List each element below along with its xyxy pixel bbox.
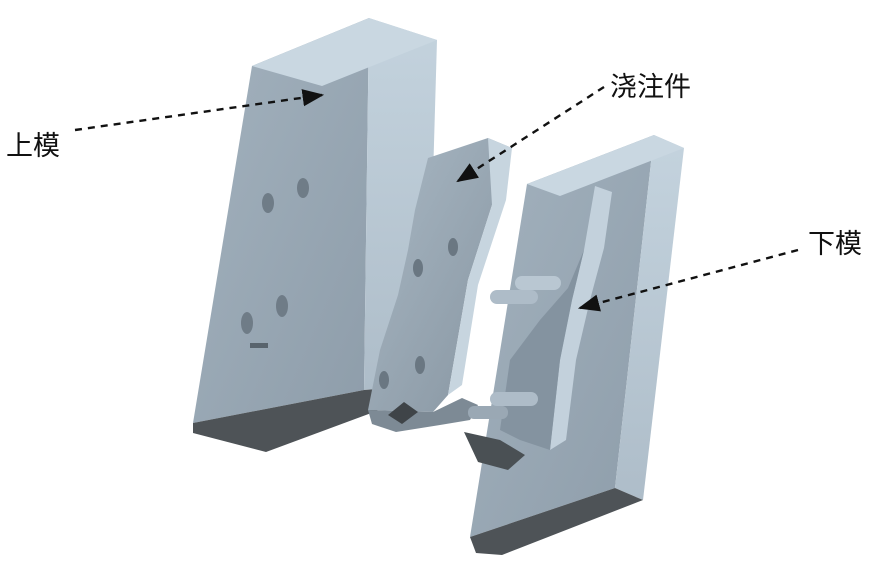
casting-holes — [379, 238, 458, 389]
guide-pin — [490, 290, 538, 304]
hole-icon — [276, 295, 288, 317]
hole-icon — [297, 178, 309, 198]
callout-arrows — [74, 85, 799, 312]
lower-mold-top-face — [527, 135, 684, 196]
lower-mold-bottom-face — [470, 488, 643, 555]
casting-callout-arrow — [456, 85, 605, 183]
lower-mold-block — [464, 135, 684, 555]
upper-mold-holes — [241, 178, 309, 348]
lower-mold-callout-arrow — [577, 248, 799, 312]
casting-part — [368, 138, 512, 432]
casting-profile-edge — [448, 138, 512, 395]
hole-icon — [379, 371, 389, 389]
hole-icon — [415, 356, 425, 374]
casting-front-face — [368, 138, 512, 412]
casting-base-dark — [388, 402, 418, 424]
lower-mold-label: 下模 — [808, 229, 862, 260]
casting-base-flange — [368, 398, 478, 432]
hole-icon — [448, 238, 458, 256]
upper-mold-callout-arrow — [74, 89, 325, 132]
upper-mold-block — [193, 18, 437, 452]
upper-mold-bottom-face — [193, 385, 427, 452]
upper-mold-label: 上模 — [6, 131, 60, 162]
hole-icon — [250, 343, 268, 348]
hole-icon — [262, 193, 274, 213]
hole-icon — [413, 259, 423, 277]
lower-mold-side-face — [615, 135, 684, 500]
lower-mold-base-notch — [464, 432, 525, 470]
hole-icon — [241, 312, 253, 334]
guide-pin — [490, 392, 538, 406]
guide-pin — [468, 406, 508, 419]
upper-mold-top-face — [252, 18, 437, 86]
upper-mold-front-face — [193, 18, 369, 423]
guide-pins — [468, 276, 561, 419]
lower-mold-cavity — [550, 186, 612, 450]
casting-label: 浇注件 — [610, 72, 691, 103]
guide-pin — [515, 276, 561, 290]
